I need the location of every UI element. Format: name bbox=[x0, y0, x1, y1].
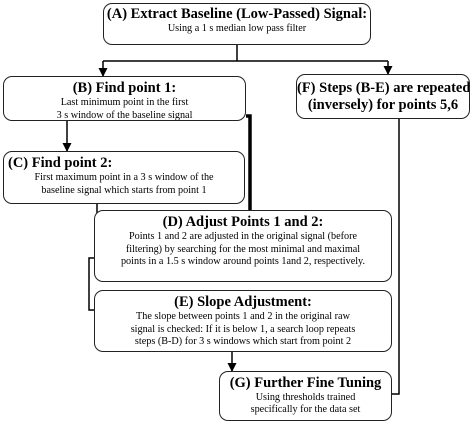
step-e-description-line: signal is checked: If it is below 1, a s… bbox=[130, 323, 356, 335]
step-g-title: (G) Further Fine Tuning bbox=[229, 375, 382, 391]
step-f-title-line: (inversely) for points 5,6 bbox=[307, 97, 459, 113]
step-a-box: (A) Extract Baseline (Low-Passed) Signal… bbox=[103, 3, 371, 45]
step-d-description-line: filtering) by searching for the most min… bbox=[125, 243, 361, 255]
step-b-description-line: Last minimum point in the first bbox=[60, 97, 189, 108]
step-d-description-line: Points 1 and 2 are adjusted in the origi… bbox=[128, 231, 358, 242]
step-a-description: Using a 1 s median low pass filter bbox=[167, 23, 307, 34]
step-e-description-line: steps (B-D) for 3 s windows which start … bbox=[134, 336, 352, 348]
step-a-title: (A) Extract Baseline (Low-Passed) Signal… bbox=[106, 6, 368, 22]
step-d-description-line: points in a 1.5 s window around points 1… bbox=[120, 256, 366, 268]
step-b-box: (B) Find point 1: Last minimum point in … bbox=[3, 76, 246, 121]
step-e-description-line: The slope between points 1 and 2 in the … bbox=[136, 311, 350, 322]
step-b-description-line: 3 s window of the baseline signal bbox=[56, 109, 193, 121]
step-e-box: (E) Slope Adjustment: The slope between … bbox=[94, 290, 392, 352]
step-d-title: (D) Adjust Points 1 and 2: bbox=[162, 214, 324, 230]
step-c-description-line: baseline signal which starts from point … bbox=[41, 184, 207, 196]
step-c-description-line: First maximum point in a 3 s window of t… bbox=[34, 172, 214, 183]
step-c-box: (C) Find point 2: First maximum point in… bbox=[3, 151, 245, 204]
step-d-box: (D) Adjust Points 1 and 2: Points 1 and … bbox=[94, 210, 392, 282]
step-f-box: (F) Steps (B-E) are repeated (inversely)… bbox=[296, 74, 470, 119]
step-b-title: (B) Find point 1: bbox=[72, 80, 177, 96]
step-c-title: (C) Find point 2: bbox=[8, 155, 113, 171]
step-g-description-line: Using thresholds trained bbox=[255, 392, 356, 403]
step-g-description-line: specifically for the data set bbox=[250, 404, 361, 415]
arrow-d-to-e bbox=[88, 257, 94, 311]
arrow-f-to-g bbox=[392, 119, 400, 395]
step-g-box: (G) Further Fine Tuning Using thresholds… bbox=[219, 371, 392, 421]
step-e-title: (E) Slope Adjustment: bbox=[174, 294, 312, 310]
step-f-title-line: (F) Steps (B-E) are repeated bbox=[297, 80, 470, 96]
